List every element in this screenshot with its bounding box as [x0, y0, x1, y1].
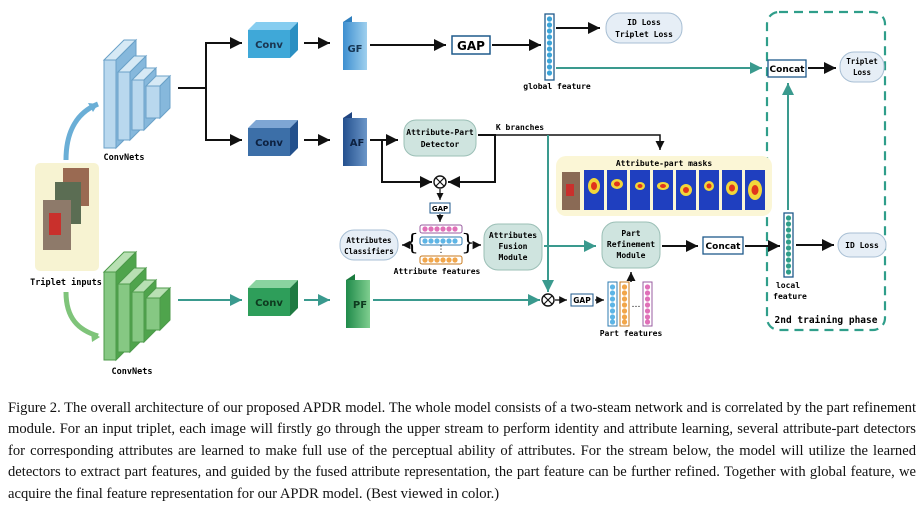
triplet-inputs-label: Triplet inputs — [30, 277, 102, 288]
concat-top-label: Concat — [770, 65, 806, 75]
refinement-label-3: Module — [617, 251, 646, 260]
id-loss-label: ID Loss — [627, 18, 661, 27]
masks-label: Attribute-part masks — [616, 158, 713, 168]
gap-part-box — [570, 293, 594, 307]
svg-text:{: { — [405, 231, 419, 256]
af-feature-map: AF — [343, 112, 367, 166]
k-branches-label: K branches — [496, 123, 544, 132]
detector-label-1: Attribute-Part — [406, 127, 474, 137]
arrow-to-conv-af — [205, 88, 242, 146]
pf-label: PF — [353, 300, 367, 311]
gap-main-box — [451, 35, 491, 55]
attributes-fusion-module — [483, 223, 543, 271]
architecture-diagram: Triplet inputs ConvNets ConvNets Conv GF… — [30, 10, 887, 377]
attribute-part-detector — [403, 119, 477, 157]
concat-mid-label: Concat — [706, 242, 742, 252]
triplet-inputs: Triplet inputs — [30, 163, 102, 288]
svg-text:⋮: ⋮ — [437, 245, 446, 255]
part-features: … — [607, 281, 653, 327]
fusion-label-1: Attributes — [489, 230, 537, 240]
second-phase-box — [765, 10, 887, 332]
second-phase-label: 2nd training phase — [775, 315, 878, 326]
concat-mid-box — [702, 236, 744, 255]
triplet-loss-right-pill — [839, 51, 885, 83]
conv-af-block: Conv — [248, 120, 298, 156]
conv-gf-label: Conv — [255, 40, 283, 51]
attributes-classifiers — [339, 229, 399, 261]
k-branches-arrow — [495, 134, 665, 150]
conv-pf-block: Conv — [248, 280, 298, 316]
triplet-loss-right-1: Triplet — [846, 57, 878, 66]
convnets-top-label: ConvNets — [104, 153, 145, 163]
triplet-loss-right-2: Loss — [853, 68, 871, 77]
refinement-label-1: Part — [621, 229, 640, 238]
global-feature-label: global feature — [523, 82, 591, 91]
global-feature-vector — [544, 13, 555, 81]
detector-label-2: Detector — [421, 140, 460, 149]
id-loss-right-label: ID Loss — [845, 241, 879, 250]
curve-arrow-up — [63, 101, 100, 161]
svg-text:…: … — [632, 300, 641, 310]
gap-attr-label: GAP — [432, 205, 448, 213]
gf-label: GF — [347, 44, 362, 55]
gap-attr-box — [429, 202, 451, 214]
fusion-label-3: Module — [499, 253, 528, 262]
pf-feature-map: PF — [346, 274, 370, 328]
classifiers-label-1: Attributes — [346, 236, 391, 245]
attribute-features-label: Attribute features — [394, 266, 481, 276]
conv-pf-label: Conv — [255, 298, 283, 309]
attribute-part-masks: Attribute-part masks — [556, 156, 772, 216]
figure-caption: Figure 2. The overall architecture of ou… — [8, 400, 916, 502]
curve-arrow-down — [63, 291, 99, 339]
classifiers-label-2: Classifiers — [344, 247, 394, 256]
conv-gf-block: Conv — [248, 22, 298, 58]
conv-af-label: Conv — [255, 138, 283, 149]
convnets-bottom-label: ConvNets — [112, 367, 153, 377]
refinement-label-2: Refinement — [607, 239, 655, 249]
arrow-to-conv-gf — [178, 37, 242, 89]
id-triplet-loss-pill — [605, 12, 683, 44]
concat-top-box — [767, 59, 807, 78]
local-feature-label-1: local — [776, 281, 800, 290]
mask-heatmaps — [584, 170, 765, 210]
attribute-features: { } ⋮ — [405, 224, 475, 265]
svg-text:}: } — [461, 231, 475, 256]
part-refinement-module — [601, 221, 661, 269]
fusion-label-2: Fusion — [499, 241, 528, 251]
convnets-bottom: ConvNets — [102, 250, 172, 377]
gf-feature-map: GF — [343, 16, 367, 70]
af-label: AF — [350, 138, 365, 149]
local-feature-label-2: feature — [773, 292, 807, 301]
gap-main-label: GAP — [457, 39, 485, 53]
convnets-top: ConvNets — [102, 38, 172, 163]
part-features-label: Part features — [600, 329, 663, 338]
triplet-loss-label: Triplet Loss — [615, 29, 673, 39]
id-loss-pill — [837, 232, 887, 258]
gap-part-label: GAP — [573, 296, 591, 305]
local-feature-vector — [783, 212, 794, 278]
